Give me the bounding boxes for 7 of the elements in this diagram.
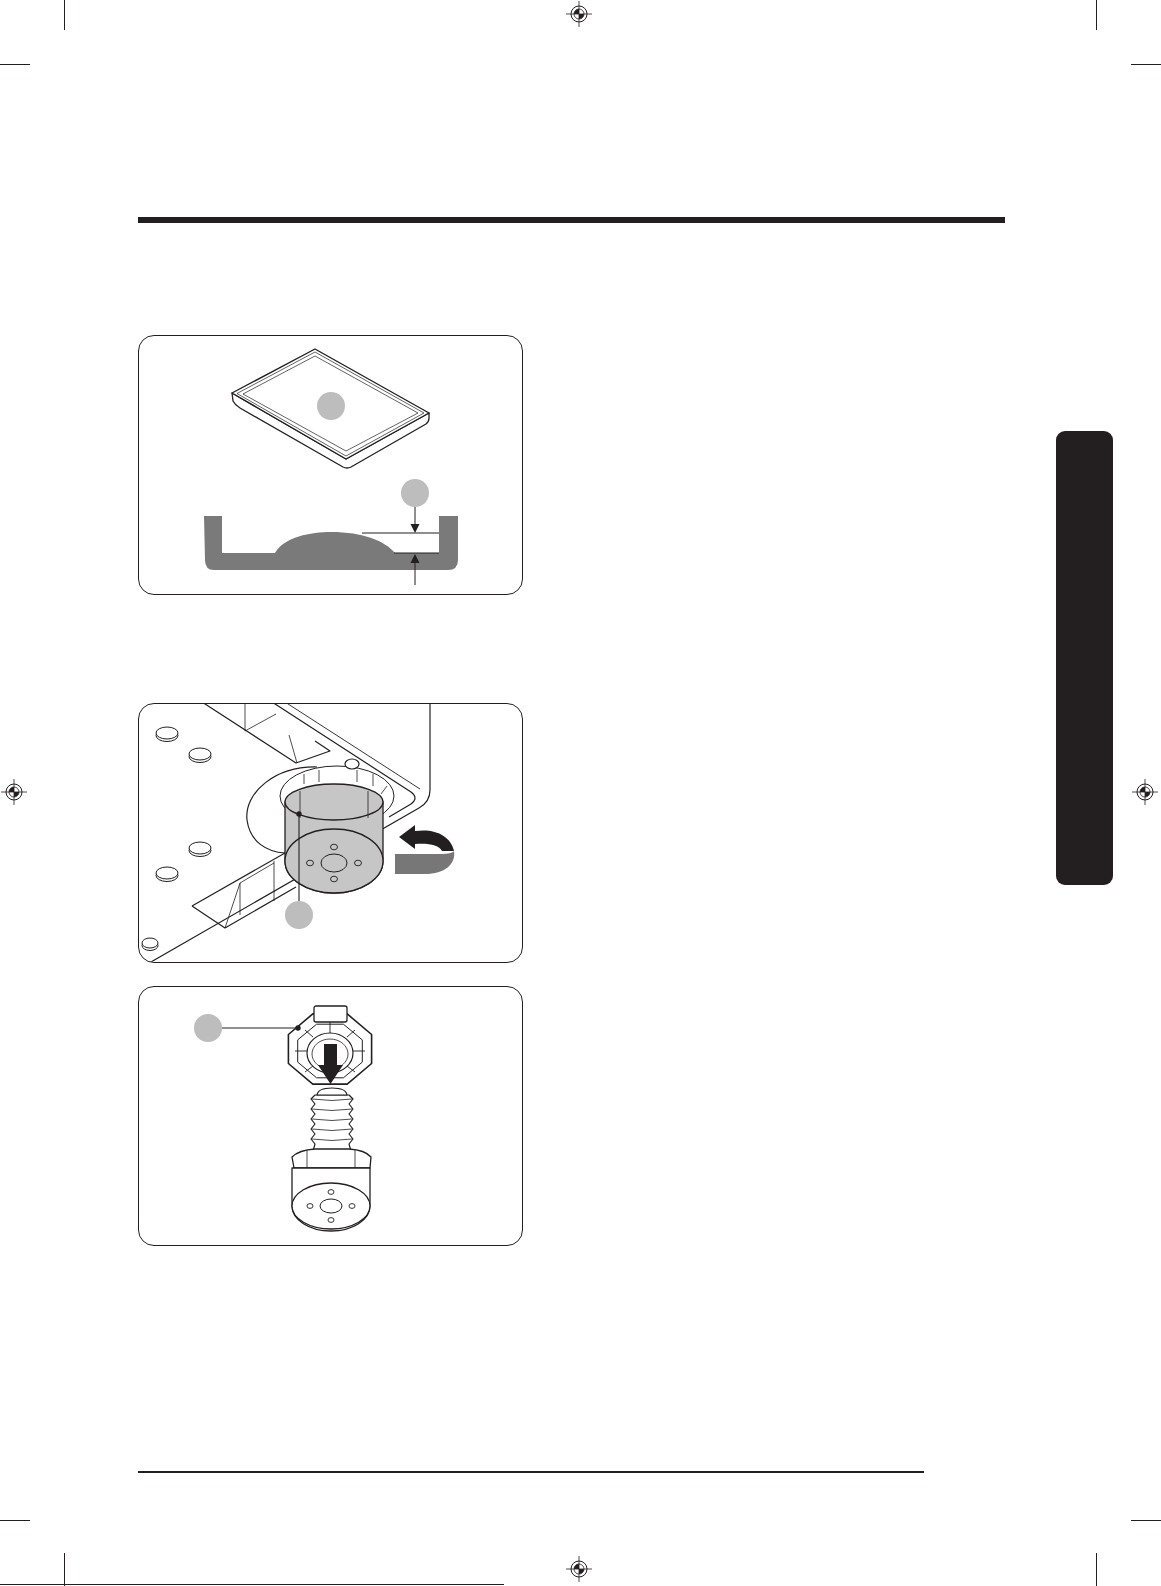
leader-line bbox=[296, 811, 302, 902]
section-tab bbox=[1056, 431, 1113, 885]
callout-circle bbox=[401, 479, 429, 507]
tray-cross-section bbox=[204, 516, 459, 571]
callout-circle bbox=[285, 901, 313, 929]
leader-line bbox=[221, 1025, 301, 1031]
callout-circle bbox=[194, 1014, 222, 1042]
